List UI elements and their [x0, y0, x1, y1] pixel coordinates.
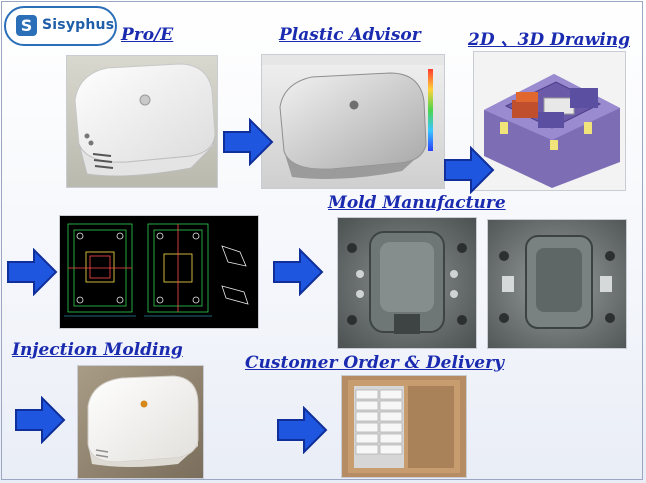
arrow-right-icon — [223, 118, 274, 166]
step-label-proe: Pro/E — [121, 25, 174, 45]
step-label-mold-manufacture: Mold Manufacture — [328, 193, 506, 213]
proe-cad-image — [67, 56, 217, 187]
arrow-right-icon — [15, 396, 66, 444]
step-label-drawing: 2D 、3D Drawing — [468, 30, 631, 50]
arrow-right-icon — [273, 248, 324, 296]
3d-mold-drawing-image — [474, 52, 625, 190]
delivery-box-photo — [342, 376, 466, 477]
arrow-right-icon — [7, 248, 58, 296]
2d-cad-drawing-image — [60, 216, 258, 328]
logo-text: Sisyphus — [42, 17, 115, 33]
step-label-plastic-advisor: Plastic Advisor — [279, 25, 421, 45]
step-label-customer-order: Customer Order & Delivery — [245, 353, 504, 373]
arrow-right-icon — [444, 146, 495, 194]
mold-photo-1 — [338, 218, 476, 348]
logo-mark-icon: S — [16, 15, 37, 36]
mold-photo-2 — [488, 220, 626, 348]
arrow-right-icon — [277, 406, 328, 454]
injection-molded-part-photo — [78, 366, 203, 478]
step-label-injection-molding: Injection Molding — [12, 340, 183, 360]
plastic-advisor-image — [262, 55, 444, 188]
company-logo: S Sisyphus — [4, 6, 117, 46]
